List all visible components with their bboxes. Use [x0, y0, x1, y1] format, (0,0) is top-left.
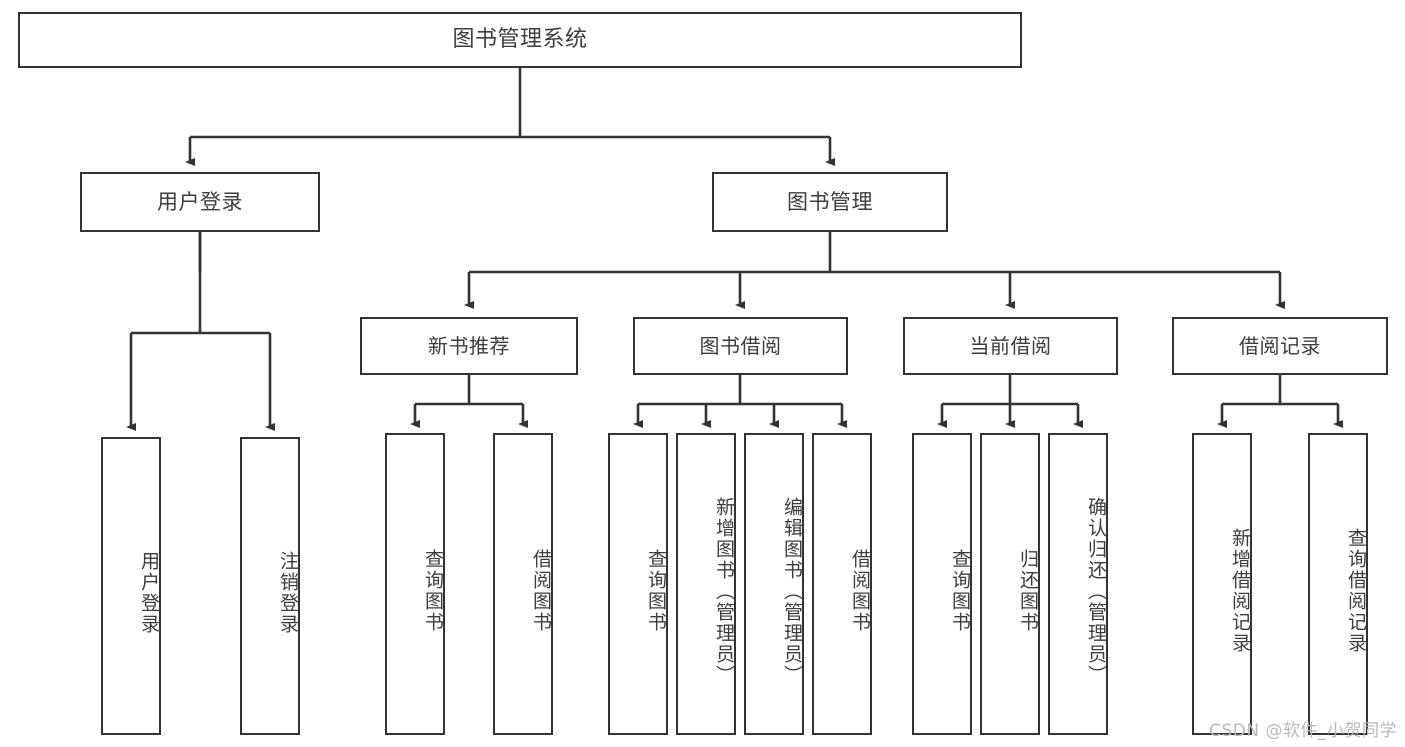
- node-user-login[interactable]: 用户登录: [80, 172, 320, 232]
- leaf-borrow-book[interactable]: 借阅图书: [812, 433, 872, 735]
- leaf-add-borrow-record[interactable]: 新增借阅记录: [1192, 433, 1252, 735]
- csdn-watermark: CSDN @软件_小贺同学: [1209, 721, 1397, 741]
- node-book-borrow[interactable]: 图书借阅: [633, 317, 848, 375]
- leaf-label: 查询图书: [949, 549, 971, 633]
- leaf-query-book-recommend[interactable]: 查询图书: [385, 433, 445, 735]
- leaf-label: 查询借阅记录: [1345, 528, 1367, 654]
- leaf-label: 新增图书（管理员）: [713, 496, 735, 686]
- leaf-query-book-current[interactable]: 查询图书: [912, 433, 972, 735]
- leaf-confirm-return[interactable]: 确认归还（管理员）: [1048, 433, 1108, 735]
- node-root-system[interactable]: 图书管理系统: [18, 12, 1022, 68]
- leaf-label: 用户登录: [138, 551, 160, 635]
- leaf-label: 查询图书: [422, 549, 444, 633]
- leaf-edit-book[interactable]: 编辑图书（管理员）: [744, 433, 804, 735]
- leaf-label: 借阅图书: [530, 549, 552, 633]
- leaf-label: 归还图书: [1017, 549, 1039, 633]
- node-new-book-recommend[interactable]: 新书推荐: [360, 317, 578, 375]
- leaf-label: 查询图书: [645, 549, 667, 633]
- node-book-management[interactable]: 图书管理: [712, 172, 948, 232]
- leaf-label: 借阅图书: [849, 549, 871, 633]
- leaf-label: 编辑图书（管理员）: [781, 496, 803, 686]
- leaf-add-book[interactable]: 新增图书（管理员）: [676, 433, 736, 735]
- leaf-borrow-book-recommend[interactable]: 借阅图书: [493, 433, 553, 735]
- node-current-borrow[interactable]: 当前借阅: [903, 317, 1118, 375]
- leaf-query-book-borrow[interactable]: 查询图书: [608, 433, 668, 735]
- leaf-user-login[interactable]: 用户登录: [101, 437, 161, 735]
- leaf-label: 注销登录: [277, 551, 299, 635]
- leaf-query-borrow-record[interactable]: 查询借阅记录: [1308, 433, 1368, 735]
- node-borrow-record[interactable]: 借阅记录: [1172, 317, 1388, 375]
- leaf-label: 新增借阅记录: [1229, 528, 1251, 654]
- leaf-return-book[interactable]: 归还图书: [980, 433, 1040, 735]
- leaf-logout[interactable]: 注销登录: [240, 437, 300, 735]
- leaf-label: 确认归还（管理员）: [1085, 496, 1107, 686]
